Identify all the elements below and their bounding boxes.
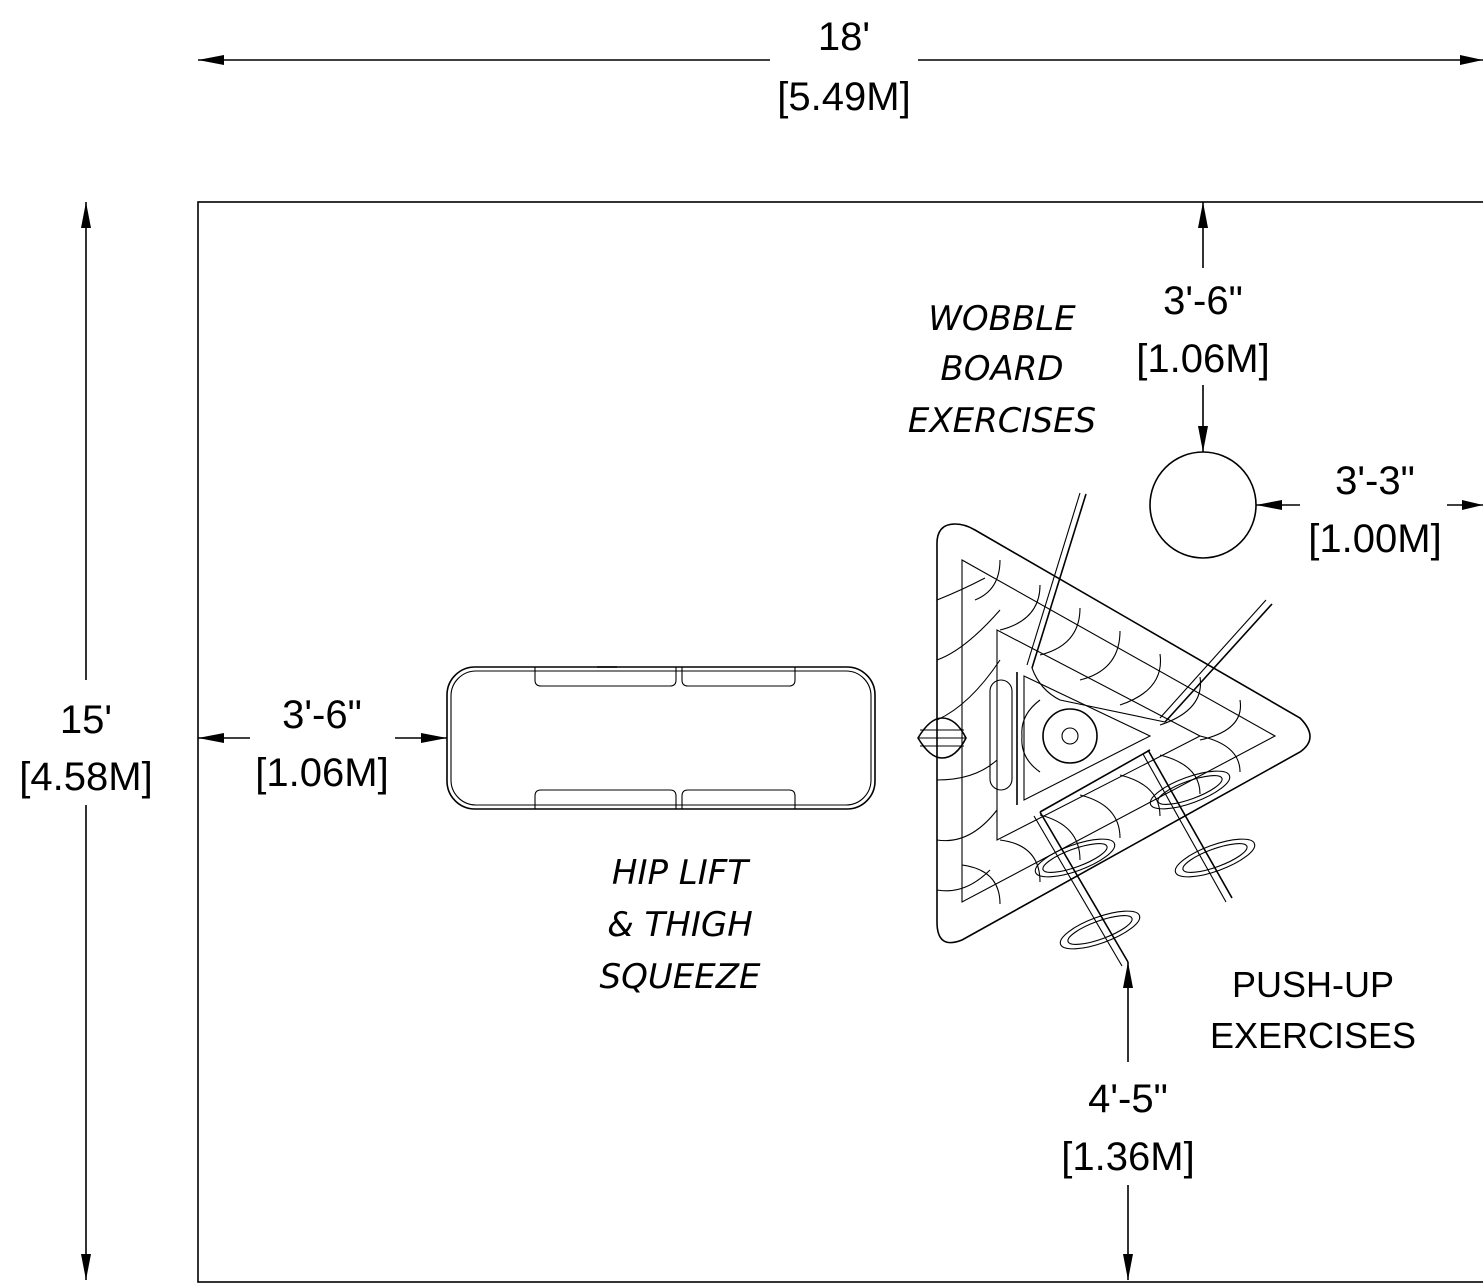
pushup-bottom-clearance-dimension: 4'-5" [1.36M] — [1061, 962, 1195, 1280]
wobble-board — [1149, 451, 1257, 559]
hip-lift-line3: SQUEEZE — [600, 957, 761, 997]
overall-width-ft: 18' — [818, 15, 870, 59]
hip-lift-label: HIP LIFT & THIGH SQUEEZE — [600, 853, 761, 997]
overall-depth-dimension: 15' [4.58M] — [19, 202, 153, 1280]
bench-clearance-ft: 3'-6" — [282, 693, 362, 737]
wobble-right-ft: 3'-3" — [1335, 459, 1415, 503]
push-up-station — [917, 492, 1311, 967]
push-up-line2: EXERCISES — [1210, 1015, 1416, 1056]
wobble-top-ft: 3'-6" — [1163, 279, 1243, 323]
hip-lift-line1: HIP LIFT — [612, 853, 750, 893]
wobble-line1: WOBBLE — [928, 299, 1076, 339]
overall-width-dimension: 18' [5.49M] — [198, 15, 1483, 119]
bench-clearance-m: [1.06M] — [255, 751, 388, 795]
pushup-bottom-ft: 4'-5" — [1088, 1077, 1168, 1121]
wobble-line2: BOARD — [940, 349, 1063, 389]
hip-lift-bench — [446, 666, 876, 810]
push-up-line1: PUSH-UP — [1232, 964, 1394, 1005]
bench-left-clearance-dimension: 3'-6" [1.06M] — [198, 693, 447, 795]
overall-depth-m: [4.58M] — [19, 755, 152, 799]
wobble-board-label: WOBBLE BOARD EXERCISES — [908, 299, 1096, 441]
area-boundary — [197, 201, 1483, 1283]
pushup-bottom-m: [1.36M] — [1061, 1135, 1194, 1179]
wobble-top-clearance-dimension: 3'-6" [1.06M] — [1136, 202, 1270, 452]
wobble-line3: EXERCISES — [908, 401, 1096, 441]
wobble-top-m: [1.06M] — [1136, 337, 1269, 381]
wobble-right-m: [1.00M] — [1308, 517, 1441, 561]
hip-lift-line2: & THIGH — [607, 905, 753, 945]
overall-width-m: [5.49M] — [777, 75, 910, 119]
overall-depth-ft: 15' — [60, 698, 112, 742]
push-up-label: PUSH-UP EXERCISES — [1210, 964, 1416, 1056]
wobble-right-clearance-dimension: 3'-3" [1.00M] — [1256, 459, 1483, 561]
